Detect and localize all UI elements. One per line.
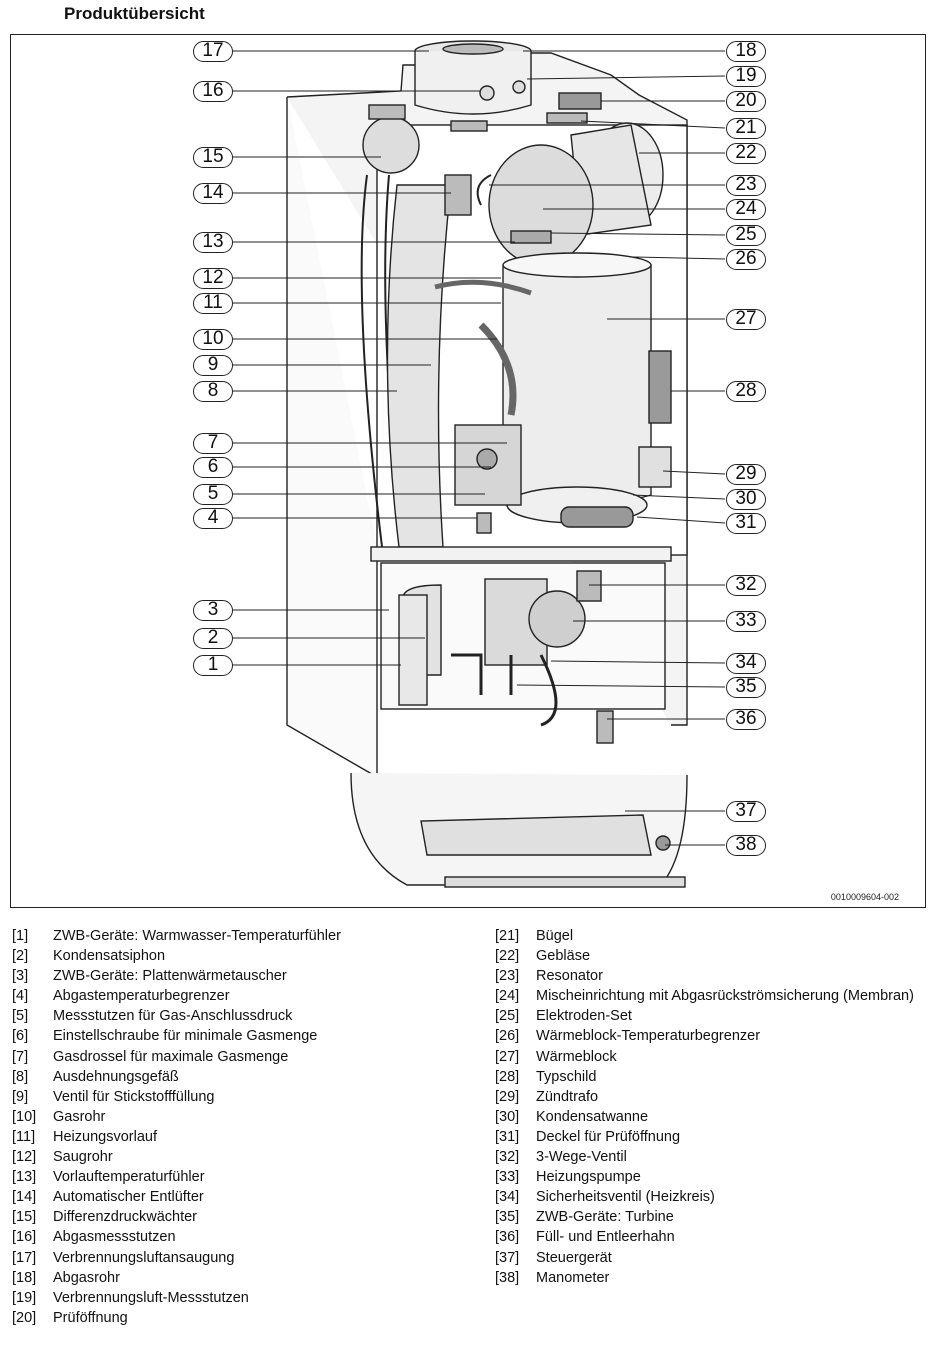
callout-36: 36 [726,709,766,730]
callout-15: 15 [193,147,233,168]
inspection-cover [560,506,634,528]
callout-32: 32 [726,575,766,596]
legend-item: [6]Einstellschraube für minimale Gasmeng… [12,1028,318,1045]
legend-item: [19]Verbrennungsluft-Messstutzen [12,1289,249,1306]
callout-16: 16 [193,81,233,102]
callout-2: 2 [193,628,233,649]
callout-37: 37 [726,801,766,822]
legend-item: [1]ZWB-Geräte: Warmwasser-Temperaturfühl… [12,928,341,944]
leader-lines-left [232,50,515,666]
callout-3: 3 [193,600,233,621]
legend-item: [14]Automatischer Entlüfter [12,1189,204,1206]
legend-item: [37]Steuergerät [495,1249,612,1266]
callout-28: 28 [726,381,766,402]
legend-item: [9]Ventil für Stickstofffüllung [12,1088,215,1105]
callout-11: 11 [193,293,233,314]
legend-item: [26]Wärmeblock-Temperaturbegrenzer [495,1028,761,1045]
three-way-valve [576,570,602,602]
legend-item: [8]Ausdehnungsgefäß [12,1068,179,1085]
callout-12: 12 [193,268,233,289]
legend-item: [38]Manometer [495,1269,610,1286]
legend-item: [28]Typschild [495,1068,597,1085]
callout-18: 18 [726,41,766,62]
callout-33: 33 [726,611,766,632]
legend-item: [18]Abgasrohr [12,1269,120,1286]
callout-13: 13 [193,232,233,253]
legend-item: [20]Prüföffnung [12,1309,128,1326]
legend-left: [1]ZWB-Geräte: Warmwasser-Temperaturfühl… [12,926,341,1328]
leader-lines-right [489,50,726,846]
callout-9: 9 [193,355,233,376]
callout-19: 19 [726,66,766,87]
legend-item: [17]Verbrennungsluftansaugung [12,1249,235,1266]
legend-item: [23]Resonator [495,968,603,985]
legend-item: [21]Bügel [495,928,574,944]
callout-24: 24 [726,199,766,220]
boiler-illustration [232,40,726,888]
legend-item: [5]Messstutzen für Gas-Anschlussdruck [12,1008,293,1025]
legend-item: [30]Kondensatwanne [495,1108,649,1125]
callout-14: 14 [193,183,233,204]
legend-item: [24]Mischeinrichtung mit Abgasrückströms… [495,988,914,1005]
legend-right: [21]Bügel [22]Gebläse [23]Resonator [24]… [495,926,914,1288]
callout-6: 6 [193,457,233,478]
inspection-opening [558,92,602,110]
housing-left [286,97,378,779]
resonator [488,144,594,266]
heating-pump [528,590,586,648]
type-plate [648,350,672,424]
callout-22: 22 [726,143,766,164]
legend-item: [25]Elektroden-Set [495,1008,632,1025]
callout-26: 26 [726,249,766,270]
callout-23: 23 [726,175,766,196]
legend-item: [4]Abgastemperaturbegrenzer [12,988,230,1005]
callout-25: 25 [726,225,766,246]
callout-10: 10 [193,329,233,350]
legend-item: [16]Abgasmessstutzen [12,1229,176,1246]
callout-35: 35 [726,677,766,698]
callout-29: 29 [726,464,766,485]
legend-item: [31]Deckel für Prüföffnung [495,1128,681,1145]
callout-31: 31 [726,513,766,534]
callout-27: 27 [726,309,766,330]
legend-item: [35]ZWB-Geräte: Turbine [495,1209,674,1226]
pressure-gauge [655,835,671,851]
legend-item: [11]Heizungsvorlauf [12,1128,157,1145]
legend-item: [3]ZWB-Geräte: Plattenwärmetauscher [12,968,287,985]
callout-38: 38 [726,835,766,856]
callout-1: 1 [193,655,233,676]
legend-item: [10]Gasrohr [12,1108,106,1125]
legend-item: [13]Vorlauftemperaturfühler [12,1169,205,1186]
callout-17: 17 [193,41,233,62]
callout-20: 20 [726,91,766,112]
legend-item: [33]Heizungspumpe [495,1169,641,1186]
callout-34: 34 [726,653,766,674]
callout-21: 21 [726,118,766,139]
callout-4: 4 [193,508,233,529]
legend-item: [7]Gasdrossel für maximale Gasmenge [12,1048,289,1065]
legend-item: [2]Kondensatsiphon [12,948,166,965]
legend-item: [32]3-Wege-Ventil [495,1149,627,1166]
figure-id: 0010009604-002 [830,892,899,902]
page-title: Produktübersicht [64,4,205,23]
callout-8: 8 [193,381,233,402]
callout-30: 30 [726,489,766,510]
legend-item: [22]Gebläse [495,948,591,965]
legend-item: [36]Füll- und Entleerhahn [495,1229,675,1246]
pressure-switch [362,116,420,174]
legend-item: [12]Saugrohr [12,1149,113,1166]
legend-item: [27]Wärmeblock [495,1048,617,1065]
callout-7: 7 [193,433,233,454]
legend-item: [29]Zündtrafo [495,1088,599,1105]
legend-item: [15]Differenzdruckwächter [12,1209,197,1226]
product-diagram: 17 16 15 14 13 12 11 10 9 8 7 6 5 4 3 2 … [10,34,926,908]
legend-item: [34]Sicherheitsventil (Heizkreis) [495,1189,715,1206]
callout-5: 5 [193,484,233,505]
